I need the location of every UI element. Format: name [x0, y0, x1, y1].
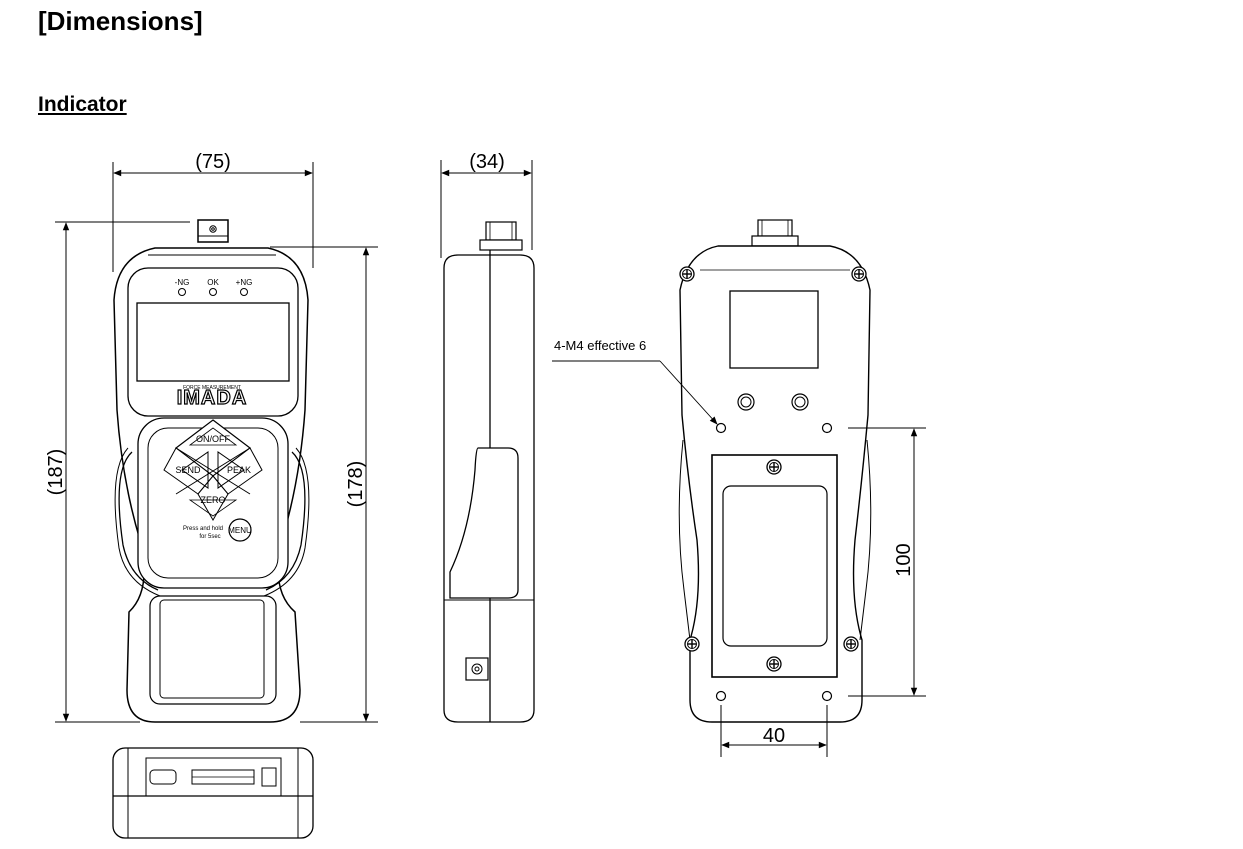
button-on-off-label: ON/OFF — [196, 434, 230, 444]
button-send-label: SEND — [175, 465, 201, 475]
body-height-dimension: (178) — [270, 246, 378, 723]
led-label-minus-ng: -NG — [175, 278, 190, 287]
led-ok-icon — [209, 288, 217, 296]
led-label-ok: OK — [207, 278, 219, 287]
button-zero-label: ZERO — [200, 495, 225, 505]
button-menu-label: MENU — [228, 526, 252, 535]
body-height-dim-label: (178) — [345, 461, 367, 508]
menu-button-icon — [228, 518, 252, 542]
hole-horizontal-dim-label: 40 — [763, 725, 785, 747]
overall-height-dimension: (187) — [45, 221, 190, 723]
led-minus-ng-icon — [178, 288, 186, 296]
menu-note-line2: for 5sec — [199, 534, 220, 540]
led-plus-ng-icon — [240, 288, 248, 296]
battery-cover — [711, 454, 838, 678]
overall-height-dim-label: (187) — [45, 449, 67, 496]
front-display-bezel — [127, 267, 299, 417]
menu-note-line1: Press and hold — [183, 526, 223, 532]
front-lcd — [136, 302, 290, 382]
m4-hole-icon — [821, 422, 833, 434]
width-dimension: (75) — [112, 151, 314, 272]
m4-hole-icon — [821, 690, 833, 702]
hole-callout-label: 4-M4 effective 6 — [554, 338, 646, 353]
back-view: 4-M4 effective 6 100 40 — [552, 219, 926, 757]
button-peak-label: PEAK — [227, 465, 251, 475]
direction-pad — [163, 419, 263, 522]
front-connector — [197, 219, 229, 243]
m4-hole-icon — [715, 690, 727, 702]
front-view: (75) (187) (178) — [45, 151, 378, 723]
side-view: (34) — [440, 151, 535, 723]
depth-dim-label: (34) — [469, 151, 505, 173]
width-dim-label: (75) — [195, 151, 231, 173]
brand-subtitle: FORCE MEASUREMENT — [183, 385, 241, 391]
led-label-plus-ng: +NG — [236, 278, 253, 287]
brand-logo: IMADA — [177, 387, 248, 409]
hole-vertical-dim-label: 100 — [893, 543, 915, 576]
front-lower-panel — [159, 599, 265, 699]
bottom-view — [112, 747, 314, 839]
page-title: [Dimensions] — [38, 6, 203, 36]
m4-hole-icon — [715, 422, 727, 434]
section-title: Indicator — [38, 93, 127, 116]
back-upper-window — [729, 290, 819, 369]
